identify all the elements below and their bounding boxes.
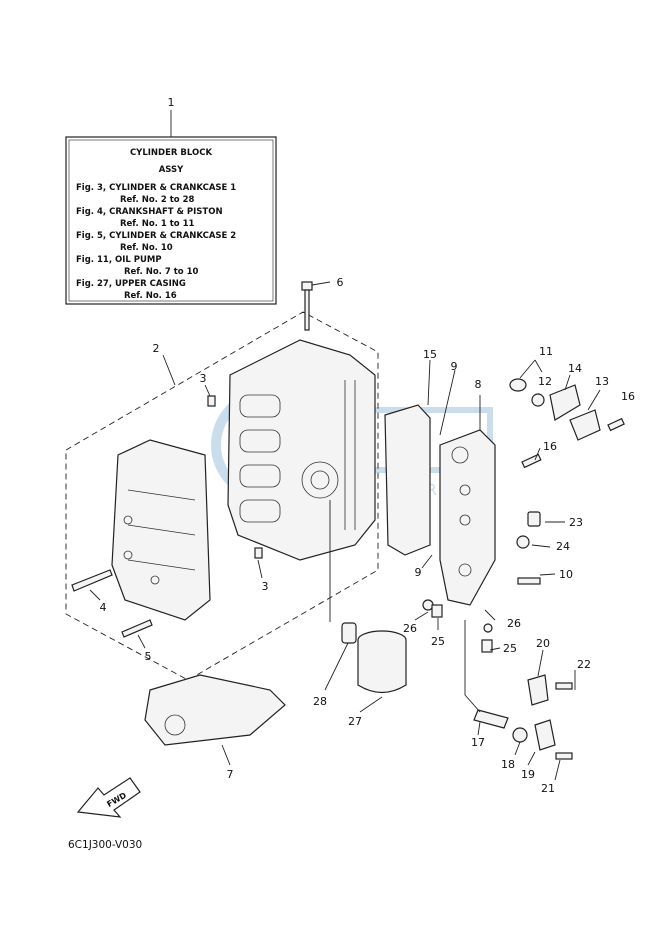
callout-25: 25 [431, 635, 445, 648]
callout-8: 8 [475, 378, 482, 391]
callout-1: 1 [168, 96, 175, 109]
callout-14: 14 [568, 362, 582, 375]
ref-line: Ref. No. 1 to 11 [120, 219, 195, 229]
ref-box-title: CYLINDER BLOCK [130, 148, 213, 158]
callout-6: 6 [337, 276, 344, 289]
gasket-15 [384, 404, 431, 556]
callout-26: 26 [507, 617, 521, 630]
oil-filter-27 [357, 630, 407, 694]
callout-16: 16 [543, 440, 557, 453]
ref-line: Ref. No. 10 [120, 243, 173, 253]
callout-9: 9 [415, 566, 422, 579]
ref-line: Fig. 11, OIL PUMP [76, 255, 162, 265]
callout-20: 20 [536, 637, 550, 650]
callout-7: 7 [227, 768, 234, 781]
callout-18: 18 [501, 758, 515, 771]
callout-3: 3 [262, 580, 269, 593]
ref-line: Ref. No. 7 to 10 [124, 267, 199, 277]
reference-box: CYLINDER BLOCK ASSY Fig. 3, CYLINDER & C… [65, 110, 277, 305]
callout-4: 4 [100, 601, 107, 614]
ref-line: Ref. No. 2 to 28 [120, 195, 195, 205]
callout-21: 21 [541, 782, 555, 795]
callout-24: 24 [556, 540, 570, 553]
ref-line: Fig. 5, CYLINDER & CRANKCASE 2 [76, 231, 236, 241]
callout-2: 2 [153, 342, 160, 355]
callout-10: 10 [559, 568, 573, 581]
diagram-code: 6C1J300-V030 [68, 839, 142, 851]
ref-box-subtitle: ASSY [159, 165, 184, 175]
callout-15: 15 [423, 348, 437, 361]
callout-26: 26 [403, 622, 417, 635]
callout-19: 19 [521, 768, 535, 781]
callout-3: 3 [200, 372, 207, 385]
callout-5: 5 [145, 650, 152, 663]
callout-labels: 1 2 3 3 4 5 6 7 8 9 9 10 11 12 13 14 15 … [100, 96, 636, 795]
callout-12: 12 [538, 375, 552, 388]
crankcase-plate-8 [439, 429, 496, 606]
ref-line: Fig. 27, UPPER CASING [76, 279, 186, 289]
callout-13: 13 [595, 375, 609, 388]
callout-23: 23 [569, 516, 583, 529]
fitting-28 [341, 622, 357, 644]
callout-22: 22 [577, 658, 591, 671]
oil-pan-gasket-7 [144, 674, 286, 746]
leader-lines [89, 281, 601, 781]
assembly-dashed-outline [65, 311, 379, 681]
cylinder-head-cover [111, 439, 211, 621]
callout-17: 17 [471, 736, 485, 749]
cylinder-block [227, 339, 376, 561]
callout-27: 27 [348, 715, 362, 728]
callout-28: 28 [313, 695, 327, 708]
ref-line: Ref. No. 16 [124, 291, 177, 301]
fwd-arrow-icon: FWD [76, 777, 141, 818]
callout-16: 16 [621, 390, 635, 403]
callout-25: 25 [503, 642, 517, 655]
callout-9: 9 [451, 360, 458, 373]
ref-line: Fig. 3, CYLINDER & CRANKCASE 1 [76, 183, 236, 193]
ref-line: Fig. 4, CRANKSHAFT & PISTON [76, 207, 223, 217]
callout-11: 11 [539, 345, 553, 358]
small-parts [71, 281, 625, 760]
